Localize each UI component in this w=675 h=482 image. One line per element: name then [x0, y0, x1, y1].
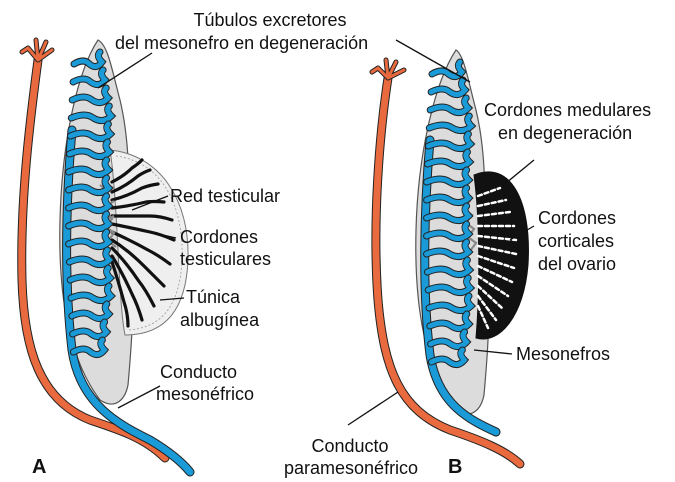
label-tunica-1: Túnica: [186, 287, 240, 308]
label-tunica-2: albugínea: [180, 310, 259, 331]
label-tubulos-line1: Túbulos excretores: [170, 10, 370, 31]
label-medulares-2: en degeneración: [498, 123, 632, 144]
label-corticales-2: corticales: [538, 231, 614, 252]
panel-label-a: A: [32, 456, 46, 479]
panel-label-b: B: [448, 456, 462, 479]
panel-a-drawing: [22, 40, 190, 472]
label-cordones-test-2: testiculares: [180, 249, 271, 270]
label-conducto-meso-2: mesonéfrico: [156, 384, 254, 405]
label-mesonefros: Mesonefros: [516, 344, 610, 365]
label-tubulos-line2: del mesonefro en degeneración: [115, 33, 368, 54]
label-conducto-meso-1: Conducto: [160, 362, 237, 383]
label-conducto-parameso-1: Conducto: [280, 436, 420, 457]
label-corticales-1: Cordones: [538, 208, 616, 229]
label-cordones-test-1: Cordones: [180, 227, 258, 248]
label-red-testicular: Red testicular: [170, 186, 280, 207]
label-corticales-3: del ovario: [538, 254, 616, 275]
label-conducto-parameso-2: paramesonéfrico: [284, 458, 418, 479]
label-medulares-1: Cordones medulares: [484, 100, 651, 121]
